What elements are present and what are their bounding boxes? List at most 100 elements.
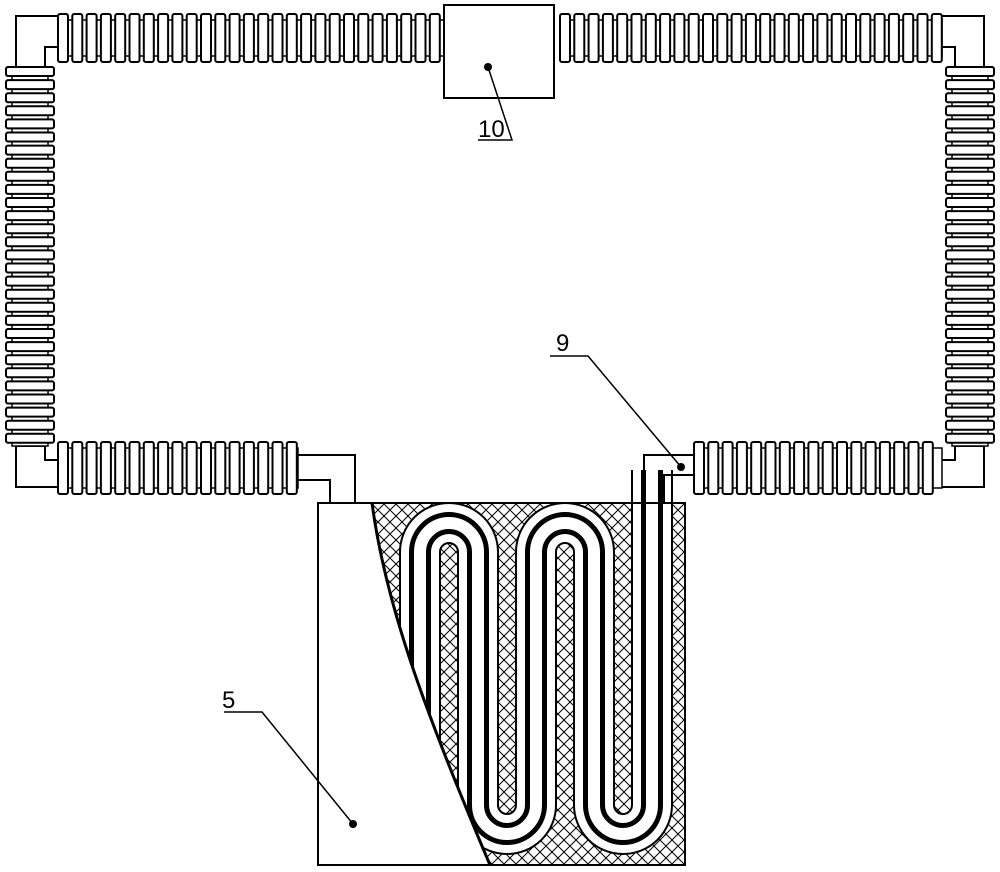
fin — [400, 13, 413, 63]
fin — [5, 354, 55, 366]
fins-top-right — [559, 13, 943, 63]
fin — [945, 275, 995, 287]
fin — [228, 441, 241, 495]
fin — [778, 441, 791, 495]
fin — [285, 13, 298, 63]
fin — [759, 13, 772, 63]
fin — [945, 406, 995, 418]
fin — [821, 441, 834, 495]
fin — [5, 301, 55, 313]
fin — [945, 380, 995, 392]
fin — [5, 197, 55, 208]
fin — [5, 183, 55, 195]
corner-elbow-top-left — [15, 15, 58, 71]
fin — [673, 13, 686, 63]
fin — [945, 144, 995, 156]
fin — [328, 13, 341, 63]
fin — [57, 13, 69, 63]
finned-loop-pipe — [5, 13, 995, 495]
fin — [5, 170, 55, 182]
fin — [314, 13, 327, 63]
fin — [702, 13, 714, 63]
fin — [128, 441, 141, 495]
fin — [357, 13, 370, 63]
fin — [257, 13, 270, 63]
fin — [99, 441, 112, 495]
fins-left — [5, 66, 55, 447]
leader-line-10 — [478, 66, 514, 141]
fin — [707, 441, 720, 495]
fin — [114, 13, 127, 63]
fin — [85, 13, 98, 63]
fin — [945, 249, 995, 261]
fin — [5, 92, 55, 104]
fin — [945, 210, 995, 222]
fin — [945, 236, 995, 248]
fin — [845, 13, 857, 63]
fin — [945, 118, 995, 130]
fin — [128, 13, 141, 63]
fin — [945, 314, 995, 326]
fin — [428, 13, 441, 63]
fin — [816, 13, 829, 63]
fin — [414, 13, 427, 63]
fin — [5, 131, 55, 143]
fin — [945, 197, 995, 208]
fin — [5, 210, 55, 222]
fin — [830, 13, 843, 63]
fin — [945, 262, 995, 274]
tank-cut-line — [370, 502, 492, 866]
fin — [893, 441, 906, 495]
right-connector-pipe-9: 9 — [550, 330, 694, 504]
fin — [99, 13, 112, 63]
fin — [185, 441, 198, 495]
fin — [343, 13, 355, 63]
fin — [764, 441, 777, 495]
fin — [945, 419, 995, 431]
fin — [836, 441, 848, 495]
fin — [773, 13, 786, 63]
fin — [802, 13, 815, 63]
fin — [616, 13, 629, 63]
fin — [945, 301, 995, 313]
fin — [214, 13, 227, 63]
fin — [945, 183, 995, 195]
fins-bottom-left — [57, 441, 299, 495]
fin — [242, 13, 255, 63]
fin — [228, 13, 241, 63]
fin — [71, 441, 84, 495]
fin — [687, 13, 700, 63]
fin — [945, 288, 995, 300]
fin — [945, 92, 995, 104]
fin — [930, 13, 943, 63]
fin — [185, 13, 198, 63]
label-10: 10 — [478, 116, 505, 143]
fin — [171, 441, 184, 495]
fin — [5, 406, 55, 418]
leader-line-9 — [550, 355, 682, 468]
corner-elbow-bottom-right — [942, 445, 985, 488]
fin — [200, 13, 212, 63]
fin — [859, 13, 872, 63]
fin — [945, 157, 995, 169]
fin — [559, 13, 571, 63]
fin — [5, 223, 55, 235]
fin — [142, 13, 155, 63]
fin — [744, 13, 757, 63]
fin — [200, 441, 212, 495]
fin — [5, 66, 55, 77]
fin — [864, 441, 877, 495]
fin — [57, 441, 69, 495]
fin — [878, 441, 891, 495]
fin — [793, 441, 806, 495]
fin — [873, 13, 886, 63]
fins-right — [945, 66, 995, 447]
fin — [945, 328, 995, 339]
fin — [945, 341, 995, 353]
fin — [5, 380, 55, 392]
fin — [573, 13, 586, 63]
leader-line-5 — [224, 711, 354, 825]
fin — [257, 441, 270, 495]
fin — [945, 367, 995, 379]
fin — [5, 118, 55, 130]
